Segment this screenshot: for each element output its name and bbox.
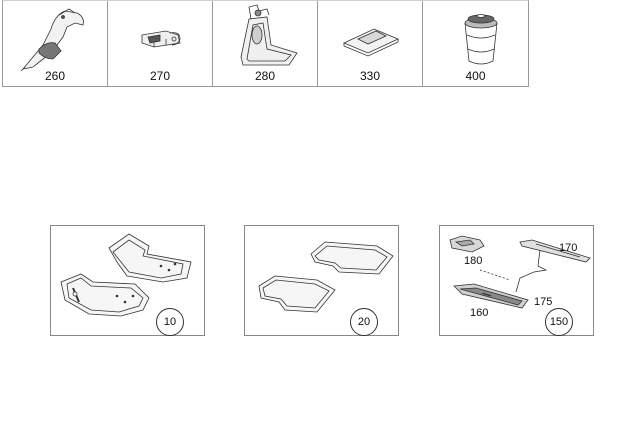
- callout-175: 175: [534, 296, 553, 308]
- tile-400[interactable]: 400: [423, 1, 528, 86]
- tile-330[interactable]: 330: [318, 1, 423, 86]
- seat-organizer-icon: [240, 4, 298, 66]
- illuminated-door-sill-icon: ~~~: [449, 235, 591, 309]
- floor-mat-set-icon: [258, 241, 394, 313]
- panel-number-badge: 150: [545, 308, 573, 336]
- clip-holder-icon: [141, 30, 181, 48]
- accessory-strip: 260 270 280: [2, 0, 529, 87]
- item-number: 280: [254, 69, 276, 83]
- callout-180: 180: [464, 255, 483, 267]
- panel-number-badge: 10: [156, 308, 184, 336]
- svg-text:~~~: ~~~: [481, 291, 491, 299]
- item-number: 270: [149, 69, 171, 83]
- panel-20[interactable]: 20: [244, 225, 399, 336]
- item-number: 260: [44, 69, 66, 83]
- item-number: 400: [465, 69, 486, 83]
- floor-mat-pad-icon: [343, 28, 399, 57]
- panel-10[interactable]: 10: [50, 225, 205, 336]
- item-number: 330: [359, 69, 381, 83]
- callout-170: 170: [559, 242, 578, 254]
- tile-260[interactable]: 260: [3, 1, 108, 86]
- callout-160: 160: [470, 307, 489, 319]
- cup-icon: [464, 14, 498, 65]
- panel-number-badge: 20: [350, 308, 378, 336]
- floor-liner-set-icon: [60, 233, 192, 317]
- tile-270[interactable]: 270: [108, 1, 213, 86]
- handheld-vacuum-icon: [20, 8, 84, 71]
- panel-150[interactable]: ~~~ 180 170 175 160 150: [439, 225, 594, 336]
- tile-280[interactable]: 280: [213, 1, 318, 86]
